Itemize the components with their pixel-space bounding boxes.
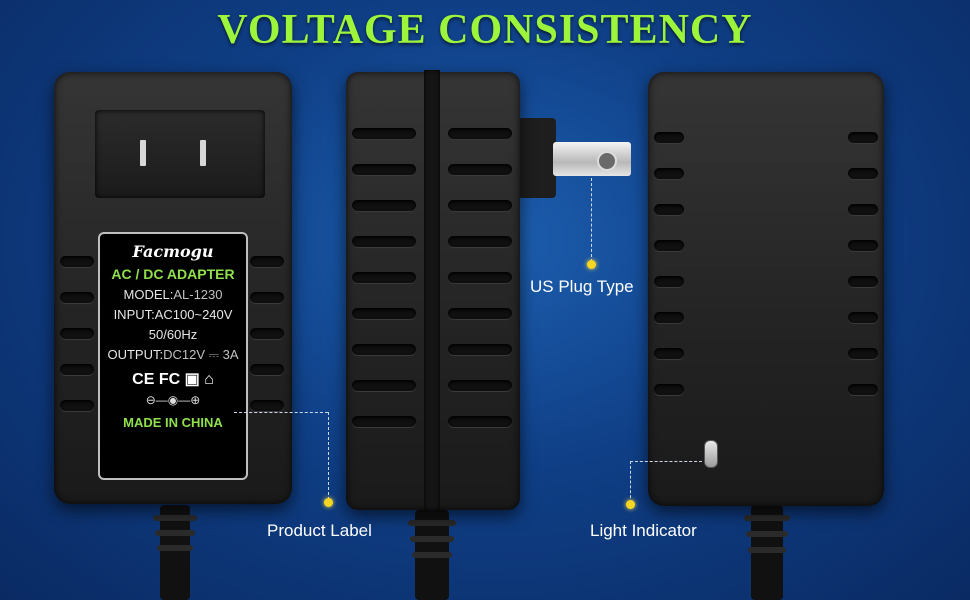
output-amperage: 3A: [222, 347, 239, 362]
vent: [60, 328, 94, 339]
vent: [352, 128, 416, 139]
vent: [848, 204, 878, 215]
model-line: MODEL:AL-1230: [100, 287, 246, 302]
vent: [448, 416, 512, 427]
brand-name: Facmogu: [132, 242, 214, 261]
vent: [60, 256, 94, 267]
led-indicator-icon: [704, 440, 718, 468]
vent: [60, 364, 94, 375]
vent: [848, 240, 878, 251]
input-key: INPUT:: [113, 307, 155, 322]
callout-dot-plug: [587, 260, 596, 269]
vent: [250, 364, 284, 375]
vent: [448, 236, 512, 247]
cable-ring: [155, 530, 195, 536]
vent: [448, 344, 512, 355]
vent: [654, 240, 684, 251]
vent: [848, 276, 878, 287]
callout-line-light-h: [630, 461, 702, 462]
vent: [654, 132, 684, 143]
vent: [60, 292, 94, 303]
vent: [60, 400, 94, 411]
cable-ring: [748, 547, 786, 553]
callout-product-label: Product Label: [267, 521, 372, 540]
vent: [352, 380, 416, 391]
vent: [448, 272, 512, 283]
vent: [352, 236, 416, 247]
cable-ring: [412, 552, 452, 558]
callout-us-plug: US Plug Type: [530, 277, 634, 296]
socket-slot: [140, 140, 146, 166]
vent: [848, 312, 878, 323]
vent: [654, 168, 684, 179]
vent: [848, 132, 878, 143]
cable-ring: [153, 515, 197, 521]
vent: [250, 328, 284, 339]
certification-marks-icon: CE FC ▣ ⌂: [132, 371, 214, 388]
callout-dot-light: [626, 500, 635, 509]
vent: [250, 256, 284, 267]
cable-ring: [408, 520, 456, 526]
output-key: OUTPUT:: [107, 347, 164, 362]
model-key: MODEL:: [123, 287, 174, 302]
cable-ring: [744, 515, 790, 521]
vent: [848, 348, 878, 359]
vent: [848, 384, 878, 395]
input-line: INPUT:AC100~240V: [100, 307, 246, 322]
vent: [654, 276, 684, 287]
product-label: Facmogu AC / DC ADAPTER MODEL:AL-1230 IN…: [98, 232, 248, 480]
adapter-type: AC / DC ADAPTER: [111, 266, 235, 282]
adapter-back: [648, 72, 884, 506]
dc-symbol-icon: ⎓: [208, 347, 219, 362]
vent: [352, 344, 416, 355]
output-value: DC12V: [163, 347, 205, 362]
plug-base: [518, 118, 556, 198]
vent: [352, 416, 416, 427]
origin: MADE IN CHINA: [123, 415, 223, 430]
vent: [250, 400, 284, 411]
socket-slot: [200, 140, 206, 166]
polarity-icon: ⊖—◉—⊕: [145, 393, 201, 407]
cable-ring: [410, 536, 454, 542]
plug-prong: [553, 142, 631, 176]
callout-line-label-h: [234, 412, 328, 413]
vent: [448, 164, 512, 175]
cable-ring: [746, 531, 788, 537]
vent: [448, 200, 512, 211]
plug-socket: [95, 110, 265, 198]
output-line: OUTPUT:DC12V ⎓ 3A: [100, 347, 246, 363]
callout-line-plug: [591, 178, 592, 262]
callout-line-label-v: [328, 412, 329, 500]
callout-line-light-v: [630, 461, 631, 503]
vent: [250, 292, 284, 303]
vent: [448, 380, 512, 391]
page-title: VOLTAGE CONSISTENCY: [217, 7, 753, 53]
vent: [654, 204, 684, 215]
cable-ring: [157, 545, 193, 551]
vent: [448, 128, 512, 139]
vent: [654, 384, 684, 395]
vent: [654, 348, 684, 359]
vent: [352, 200, 416, 211]
callout-dot-label: [324, 498, 333, 507]
prong-hole: [597, 151, 617, 171]
frequency: 50/60Hz: [148, 327, 198, 342]
input-value: AC100~240V: [154, 307, 233, 322]
vent: [448, 308, 512, 319]
callout-light-indicator: Light Indicator: [590, 521, 697, 540]
vent: [654, 312, 684, 323]
model-value: AL-1230: [173, 287, 223, 302]
side-seam: [424, 70, 440, 510]
vent: [352, 272, 416, 283]
vent: [352, 308, 416, 319]
vent: [848, 168, 878, 179]
vent: [352, 164, 416, 175]
